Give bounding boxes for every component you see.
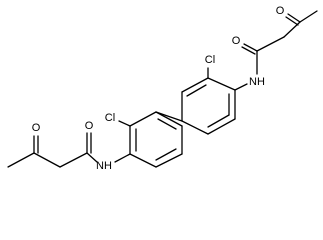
ring-bond	[129, 111, 157, 127]
ring-bond-inner	[207, 114, 230, 128]
nh-label: NH	[249, 76, 265, 88]
lower-acetoacetamide-chain	[7, 132, 98, 168]
bond-ring-to-cl	[118, 120, 131, 127]
ring-bond-inner	[157, 118, 177, 130]
ring-bond	[129, 153, 157, 168]
nh-label: NH	[96, 160, 112, 172]
oxygen-label: O	[232, 35, 241, 47]
bond-ch2-to-amide-carbon	[256, 36, 285, 52]
chlorine-label: Cl	[205, 54, 215, 66]
bond-ch2-to-ketone-carbon	[33, 152, 61, 168]
bond-ketone-to-ch2	[283, 21, 301, 38]
ring-bond-inner	[155, 148, 177, 161]
bond-n-to-amide-carbon	[86, 152, 98, 163]
oxygen-label: O	[32, 122, 41, 134]
ring-bond	[181, 120, 209, 135]
ring-bond-inner	[186, 84, 207, 97]
ring-bond	[155, 153, 183, 168]
bond-methyl-to-ketone-carbon	[299, 10, 318, 23]
bond-amide-carbon-to-ch2	[59, 152, 88, 168]
chlorine-label: Cl	[105, 112, 115, 124]
ring-bond	[155, 111, 183, 127]
ring-bond	[207, 77, 236, 91]
chemical-structure: O O Cl NH Cl O O NH	[7, 5, 318, 172]
bond-amide-c-o-2	[241, 46, 256, 55]
oxygen-label: O	[85, 120, 94, 132]
lower-benzene-ring	[114, 111, 183, 168]
bond-n-to-ring	[234, 83, 248, 91]
bond-ring-to-n	[114, 153, 131, 163]
bond-ketone-c-o-1	[287, 13, 301, 23]
ring-bond	[207, 118, 236, 135]
bond-ketone-c-o-2	[285, 16, 299, 26]
upper-benzene-ring	[181, 67, 236, 135]
biphenyl-link-bond	[155, 111, 183, 122]
oxygen-label: O	[276, 5, 285, 17]
upper-acetoacetamide-chain	[234, 10, 318, 91]
ring-bond	[181, 77, 209, 93]
bond-ketone-to-methyl	[7, 152, 35, 168]
bond-amide-c-o-1	[243, 43, 258, 52]
